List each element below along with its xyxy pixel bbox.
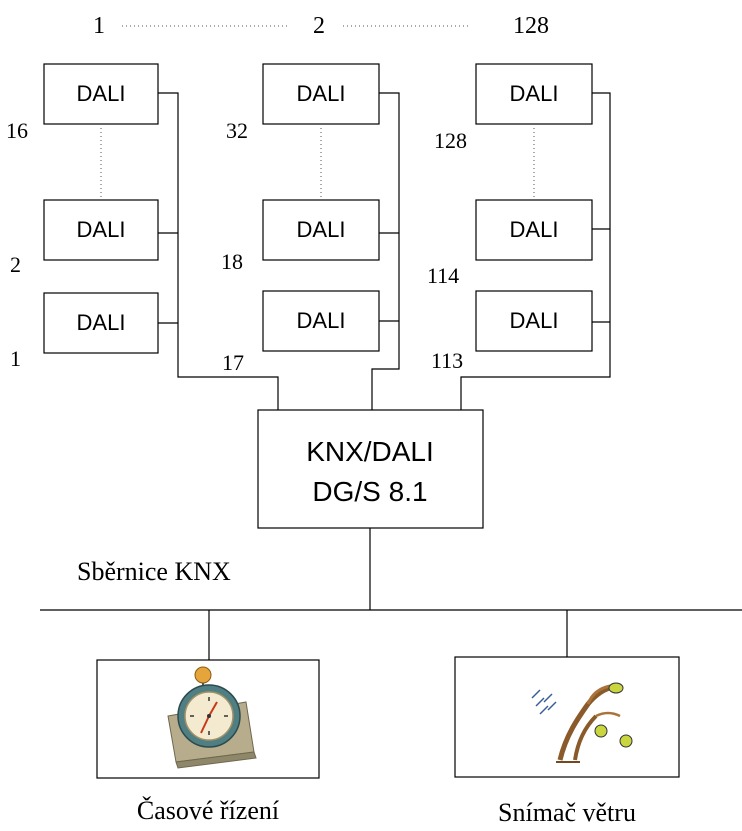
dali-label: DALI xyxy=(297,81,346,106)
dali-label: DALI xyxy=(510,81,559,106)
dali-box xyxy=(475,63,593,125)
dali-group-2: DALI DALI DALI 32 18 17 xyxy=(221,63,400,410)
dali-line-2 xyxy=(371,92,400,410)
dali-label: DALI xyxy=(77,81,126,106)
dali-line-1 xyxy=(158,92,279,410)
dali-box xyxy=(262,199,380,261)
wind-sensor-box xyxy=(454,656,680,778)
gateway-title: KNX/DALI xyxy=(306,436,434,467)
dali-label: DALI xyxy=(510,308,559,333)
dali-label: DALI xyxy=(77,310,126,335)
time-control-label: Časové řízení xyxy=(137,796,279,825)
address-label: 18 xyxy=(221,249,243,274)
address-label: 113 xyxy=(431,348,463,373)
wind-tree-icon xyxy=(531,682,633,763)
address-label: 128 xyxy=(434,128,467,153)
address-label: 1 xyxy=(10,346,21,371)
gateway-model: DG/S 8.1 xyxy=(312,476,427,507)
top-number-first: 1 xyxy=(93,13,105,39)
dali-box xyxy=(262,63,380,125)
dali-box xyxy=(475,199,593,261)
dali-box xyxy=(43,63,159,125)
wind-sensor-label: Snímač větru xyxy=(498,798,636,827)
dali-box xyxy=(475,290,593,352)
gateway-box xyxy=(257,409,484,529)
address-label: 17 xyxy=(222,350,244,375)
dali-label: DALI xyxy=(77,217,126,242)
dali-box xyxy=(262,290,380,352)
dali-label: DALI xyxy=(297,308,346,333)
address-label: 32 xyxy=(226,118,248,143)
dali-group-3: DALI DALI DALI 128 114 113 xyxy=(427,63,611,410)
dali-line-3 xyxy=(460,92,611,410)
dali-box xyxy=(43,199,159,261)
address-label: 16 xyxy=(6,118,28,143)
dali-label: DALI xyxy=(510,217,559,242)
address-label: 2 xyxy=(10,252,21,277)
bus-label: Sběrnice KNX xyxy=(77,557,231,586)
address-label: 114 xyxy=(427,263,459,288)
top-number-second: 2 xyxy=(313,13,325,39)
top-number-last: 128 xyxy=(513,13,549,39)
alarm-clock-icon xyxy=(167,666,257,769)
dali-group-1: DALI DALI DALI 16 2 1 xyxy=(6,63,279,410)
dali-label: DALI xyxy=(297,217,346,242)
dali-box xyxy=(43,292,159,354)
knx-dali-gateway: KNX/DALI DG/S 8.1 xyxy=(257,409,484,529)
